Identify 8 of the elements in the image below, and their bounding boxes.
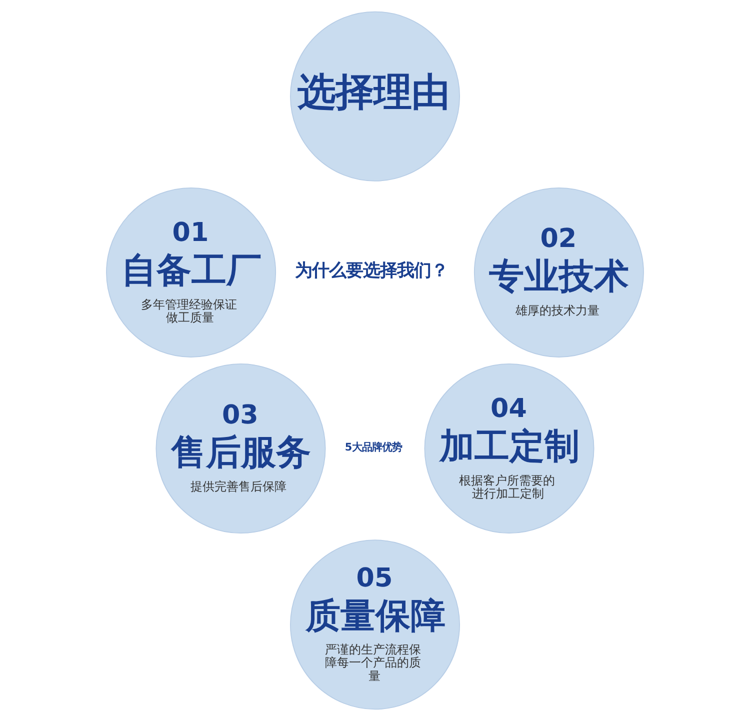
node-circle: 01 自备工厂 多年管理经验保证做工质量 (106, 187, 276, 358)
label: 5大品牌优势 (344, 441, 402, 454)
node-circle: 04 加工定制 根据客户所需要的进行加工定制 (424, 364, 594, 534)
node-circle: 05 质量保障 严谨的生产流程保障每一个产品的质量 (290, 540, 460, 710)
node-circle: 03 售后服务 提供完善售后保障 (156, 364, 326, 534)
node-circle: 选择理由 (290, 11, 460, 182)
node-circle: 02 专业技术 雄厚的技术力量 (474, 187, 644, 358)
label: 为什么要选择我们？ (295, 260, 448, 281)
